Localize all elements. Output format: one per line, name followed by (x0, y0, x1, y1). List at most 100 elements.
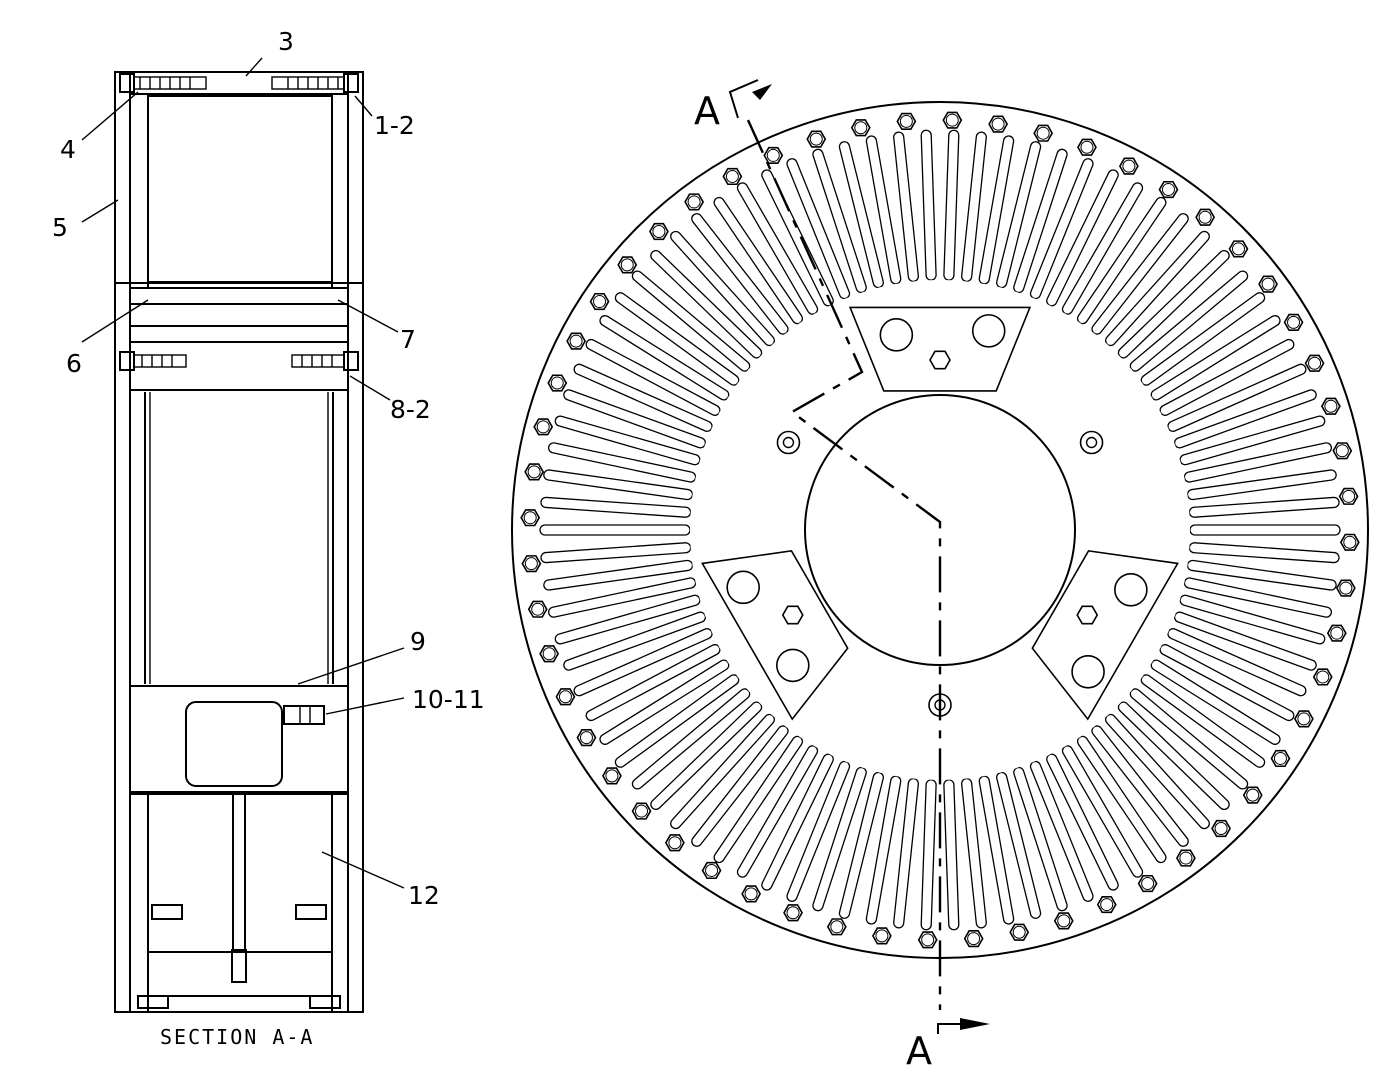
callout-10-11: 10-11 (412, 685, 485, 714)
rim-bolt-head (1053, 912, 1074, 930)
radial-slot (1188, 542, 1340, 564)
lower-housing (129, 685, 349, 793)
radial-slot (893, 131, 919, 283)
radial-slot (599, 315, 730, 401)
bolt-washer (854, 121, 868, 135)
radial-slot (786, 158, 851, 300)
cavity (185, 701, 283, 787)
bolt-washer (1122, 159, 1136, 173)
bolt-washer (605, 769, 619, 783)
hub-fitting-core (782, 436, 795, 449)
hub-hex-bolt (929, 350, 951, 370)
callout-5: 5 (52, 213, 68, 242)
radial-slot (540, 542, 692, 564)
rim-bolt-head (1335, 579, 1356, 597)
hub-disk (690, 280, 1190, 780)
radial-slot (540, 496, 692, 518)
bolt-washer (1342, 489, 1356, 503)
rim-bolt-head (1096, 895, 1117, 914)
bolt-washer (1100, 898, 1114, 912)
radial-slot (961, 777, 987, 929)
radial-slot (1150, 315, 1281, 401)
bolt-washer (558, 690, 572, 704)
bolt-washer (542, 647, 556, 661)
radial-slot (1174, 389, 1317, 449)
radial-slot (1091, 725, 1189, 847)
radial-slot (1061, 745, 1144, 878)
rim-bolt-head (1258, 275, 1278, 293)
top-bolt-right (271, 73, 359, 93)
radial-slot (585, 338, 721, 416)
bolt-washer (536, 420, 550, 434)
radial-slot (1189, 524, 1341, 536)
radial-slot (812, 148, 867, 294)
radial-slot (1150, 659, 1281, 745)
rim-bolt-head (617, 256, 638, 274)
radial-slot (1076, 196, 1167, 325)
radial-slot (978, 135, 1015, 285)
bolt-washer (809, 132, 823, 146)
radial-slot (1129, 688, 1249, 790)
rim-bolt-head (1312, 668, 1333, 686)
rim-bolt-head (850, 119, 871, 137)
hub-fitting (1079, 430, 1104, 455)
center-bore (804, 394, 1076, 666)
bolt-washer (620, 258, 634, 272)
mid-ring (129, 341, 349, 391)
rim-bolt-head (1228, 240, 1249, 258)
hub-hole (1114, 572, 1148, 607)
rim-bolt-head (589, 292, 610, 311)
radial-slot (1179, 415, 1326, 466)
radial-slot (631, 688, 751, 790)
hub-hex-bolt (1076, 605, 1099, 625)
radial-slot (547, 442, 697, 483)
radial-slot (1117, 250, 1230, 359)
mid-bolt-right (291, 351, 359, 371)
bolt-washer (523, 511, 537, 525)
bolt-washer (921, 933, 935, 947)
radial-slot (1105, 713, 1210, 830)
bolt-washer (1036, 126, 1050, 140)
radial-slot (1013, 148, 1068, 294)
hub-segment (701, 550, 849, 721)
bolt-washer (1246, 788, 1260, 802)
radial-slot (1076, 735, 1167, 864)
rim-bolt-head (1033, 124, 1054, 142)
rim-bolt-head (1339, 533, 1360, 551)
disc-front-view: A A (511, 79, 1369, 1073)
radial-slot (1183, 442, 1333, 483)
radial-slot (978, 775, 1015, 925)
rim-bolt-head (1009, 923, 1030, 941)
bolt-washer (579, 731, 593, 745)
bolt-washer (1339, 581, 1353, 595)
radial-slot (996, 771, 1042, 919)
radial-slot (761, 753, 834, 891)
bolt-washer (744, 887, 758, 901)
rim-bolt-head (1283, 313, 1304, 331)
radial-slot (563, 389, 706, 449)
bolt-washer (1330, 626, 1344, 640)
rim-bolt-head (1118, 157, 1139, 175)
radial-slots (539, 129, 1341, 931)
radial-slot (713, 735, 804, 864)
rim-bolt-head (1195, 208, 1216, 226)
radial-slot (599, 659, 730, 745)
radial-slot (920, 129, 937, 281)
hub-hex-bolt (781, 605, 804, 625)
radial-slot (573, 363, 713, 432)
rim-bolt-head (1175, 849, 1196, 867)
bolt-washer (1231, 242, 1245, 256)
radial-slot (1167, 628, 1307, 697)
callout-6: 6 (66, 349, 82, 378)
radial-slot (1188, 496, 1340, 518)
hub-hole (971, 314, 1006, 348)
hub-hole (775, 648, 810, 683)
rim-bolt-head (521, 555, 542, 573)
radial-slot (943, 129, 960, 281)
rim-bolt-head (741, 885, 762, 903)
radial-slot (670, 230, 776, 347)
top-bolt-left (119, 73, 207, 93)
radial-slot (736, 745, 819, 878)
rim-bolt-head (684, 193, 705, 211)
callout-4: 4 (60, 135, 76, 164)
